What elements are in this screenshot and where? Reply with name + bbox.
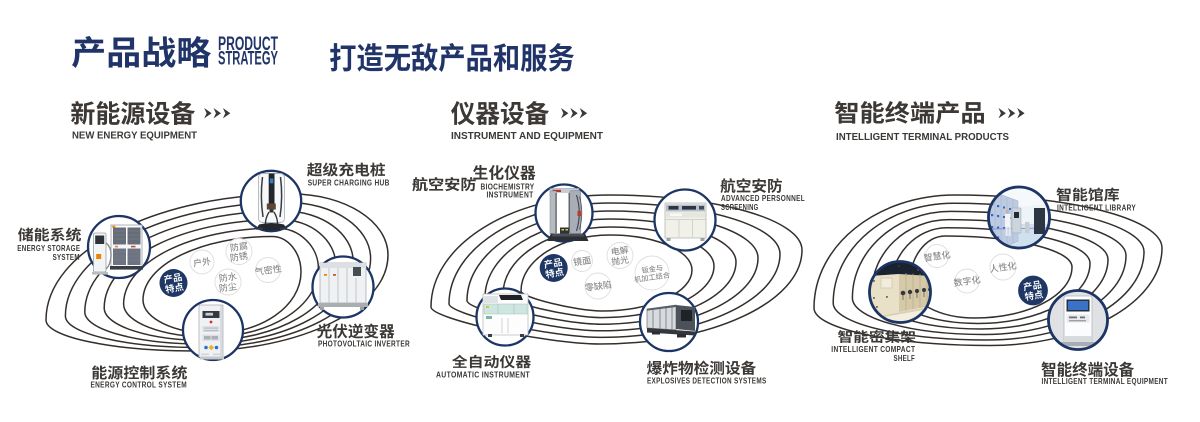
svg-text:ENERGY CONTROL SYSTEM: ENERGY CONTROL SYSTEM — [91, 380, 188, 390]
svg-text:INTELLIGENT LIBRARY: INTELLIGENT LIBRARY — [1057, 203, 1136, 213]
svg-text:ADVANCED PERSONNEL: ADVANCED PERSONNEL — [721, 193, 805, 203]
svg-text:AUTOMATIC INSTRUMENT: AUTOMATIC INSTRUMENT — [436, 370, 530, 380]
svg-text:SHELF: SHELF — [894, 353, 916, 363]
svg-text:ENERGY STORAGE: ENERGY STORAGE — [17, 243, 80, 253]
svg-text:SYSTEM: SYSTEM — [53, 252, 80, 262]
svg-text:STRATEGY: STRATEGY — [218, 49, 278, 70]
svg-text:INSTRUMENT: INSTRUMENT — [487, 190, 534, 200]
svg-text:BIOCHEMISTRY: BIOCHEMISTRY — [481, 182, 535, 192]
svg-text:NEW ENERGY EQUIPMENT: NEW ENERGY EQUIPMENT — [72, 130, 198, 142]
svg-text:INTELLIGENT TERMINAL PRODUCTS: INTELLIGENT TERMINAL PRODUCTS — [836, 131, 1009, 143]
svg-text:SCREENING: SCREENING — [721, 202, 759, 212]
svg-text:INTELLIGENT COMPACT: INTELLIGENT COMPACT — [831, 344, 915, 354]
svg-text:PHOTOVOLTAIC INVERTER: PHOTOVOLTAIC INVERTER — [318, 339, 410, 349]
svg-text:EXPLOSIVES DETECTION SYSTEMS: EXPLOSIVES DETECTION SYSTEMS — [647, 376, 767, 386]
svg-text:PRODUCT: PRODUCT — [218, 34, 278, 55]
svg-text:INTELLIGENT TERMINAL EQUIPMENT: INTELLIGENT TERMINAL EQUIPMENT — [1042, 376, 1169, 386]
svg-text:INSTRUMENT AND EQUIPMENT: INSTRUMENT AND EQUIPMENT — [451, 130, 604, 142]
svg-text:SUPER CHARGING HUB: SUPER CHARGING HUB — [308, 177, 390, 187]
